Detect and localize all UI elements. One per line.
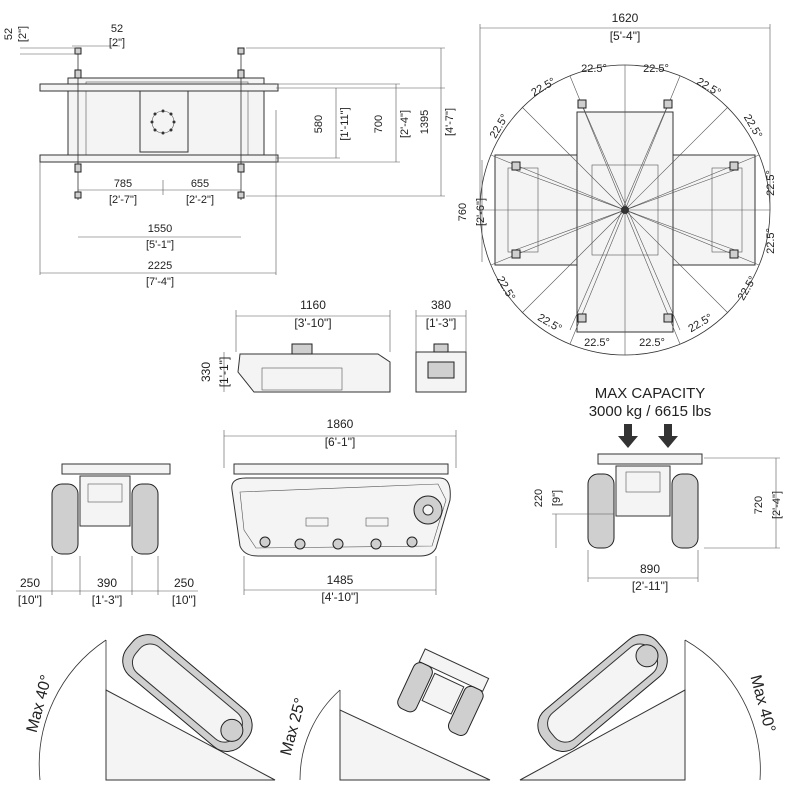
slope-left: Max 40°: [24, 634, 276, 781]
svg-text:22.5°: 22.5°: [736, 274, 759, 302]
svg-text:22.5°: 22.5°: [494, 274, 517, 302]
front-length-mm: 785: [114, 178, 132, 190]
svg-text:22.5°: 22.5°: [529, 76, 557, 99]
rear-height-mm: 720: [753, 496, 765, 514]
inner-width-mm: 580: [313, 115, 325, 133]
rear-width-mm: 890: [640, 562, 660, 576]
front-track2-in: [10"]: [172, 593, 196, 607]
slope-middle-label: Max 25°: [278, 696, 310, 757]
front-track-mm: 250: [20, 576, 40, 590]
sensor-height-mm: 760: [457, 203, 469, 221]
load-arrow-icon: [618, 424, 638, 448]
edge-offset-mm: 52: [3, 28, 15, 40]
front-view-left-track: [51, 483, 79, 555]
side-view-deck: [233, 463, 449, 475]
rail-span-in: [5'-1"]: [146, 239, 174, 251]
rear-length-in: [2'-2"]: [186, 194, 214, 206]
side-view: 1860 [6'-1"] 1485 [4'-10"]: [223, 417, 457, 604]
mini-front-view: 380 [1'-3"]: [415, 298, 467, 393]
track-offset-in: [2"]: [109, 37, 125, 49]
svg-text:22.5°: 22.5°: [686, 312, 714, 335]
overall-length-in: [7'-4"]: [146, 276, 174, 288]
mini-width-mm: 380: [431, 298, 451, 312]
svg-text:22.5°: 22.5°: [488, 112, 511, 140]
svg-text:22.5°: 22.5°: [584, 337, 610, 349]
sensor-range-view: 1620 [5'-4"] 760 [2'-6"]: [457, 11, 777, 356]
svg-text:22.5°: 22.5°: [741, 112, 764, 140]
mini-height-mm: 330: [199, 362, 213, 382]
inner-width-in: [1'-11"]: [339, 107, 351, 140]
mini-height-in: [1'-1"]: [217, 357, 231, 388]
sensor-diameter-mm: 1620: [612, 11, 639, 25]
svg-text:22.5°: 22.5°: [694, 76, 722, 99]
track-offset-mm: 52: [111, 23, 123, 35]
svg-text:22.5°: 22.5°: [643, 63, 669, 75]
top-view-bolt-circle: [150, 109, 176, 135]
capacity-title: MAX CAPACITY: [595, 385, 706, 402]
front-view: 250 [10"] 390 [1'-3"] 250 [10"]: [16, 463, 198, 607]
edge-offset-in: [2"]: [17, 26, 29, 42]
overall-length-mm: 2225: [148, 260, 172, 272]
sensor-markers: [511, 99, 739, 323]
front-view-deck: [61, 463, 171, 475]
svg-text:22.5°: 22.5°: [581, 63, 607, 75]
rail-span-mm: 1550: [148, 223, 172, 235]
capacity-value: 3000 kg / 6615 lbs: [589, 403, 712, 420]
svg-text:22.5°: 22.5°: [535, 312, 563, 335]
mini-side-view: 1160 [3'-10"] 330 [1'-1"]: [199, 298, 391, 393]
slope-middle-robot: [418, 648, 490, 692]
svg-text:22.5°: 22.5°: [639, 337, 665, 349]
mid-width-mm: 700: [373, 115, 385, 133]
rear-view-right-track: [671, 473, 699, 549]
slope-right: Max 40°: [519, 634, 779, 781]
top-view-rail: [39, 154, 279, 163]
load-arrow-icon: [658, 424, 678, 448]
mini-length-mm: 1160: [300, 298, 326, 312]
top-view: 52 [2"] 52 [2"] 785 [2'-7"] 655 [2'-2"] …: [3, 23, 456, 288]
svg-text:22.5°: 22.5°: [765, 170, 777, 196]
clearance-in: [9"]: [551, 490, 563, 506]
front-view-right-track: [131, 483, 159, 555]
slope-right-label: Max 40°: [747, 673, 779, 734]
front-length-in: [2'-7"]: [109, 194, 137, 206]
rear-height-in: [2'-4"]: [771, 491, 783, 519]
front-track2-mm: 250: [174, 576, 194, 590]
rear-view: MAX CAPACITY 3000 kg / 6615 lbs 220 [9"]…: [533, 385, 783, 593]
side-track-length-in: [4'-10"]: [321, 590, 358, 604]
side-length-in: [6'-1"]: [325, 435, 356, 449]
side-track-length-mm: 1485: [327, 573, 354, 587]
sensor-diameter-in: [5'-4"]: [610, 29, 641, 43]
svg-text:22.5°: 22.5°: [765, 228, 777, 254]
front-gap-in: [1'-3"]: [92, 593, 123, 607]
side-view-track: [231, 477, 451, 557]
rear-view-left-track: [587, 473, 615, 549]
clearance-mm: 220: [533, 489, 545, 507]
front-track-in: [10"]: [18, 593, 42, 607]
rear-length-mm: 655: [191, 178, 209, 190]
sensor-height-in: [2'-6"]: [475, 198, 487, 226]
side-length-mm: 1860: [327, 417, 354, 431]
overall-width-in: [4'-7"]: [444, 108, 456, 136]
slope-left-label: Max 40°: [24, 673, 56, 734]
rear-width-in: [2'-11"]: [632, 579, 668, 593]
mini-width-in: [1'-3"]: [426, 316, 457, 330]
top-view-rail: [39, 83, 279, 92]
mid-width-in: [2'-4"]: [399, 110, 411, 138]
rear-view-deck: [597, 453, 703, 465]
slope-middle: Max 25°: [278, 648, 491, 781]
mini-length-in: [3'-10"]: [294, 316, 331, 330]
front-gap-mm: 390: [97, 576, 117, 590]
overall-width-mm: 1395: [419, 110, 431, 134]
